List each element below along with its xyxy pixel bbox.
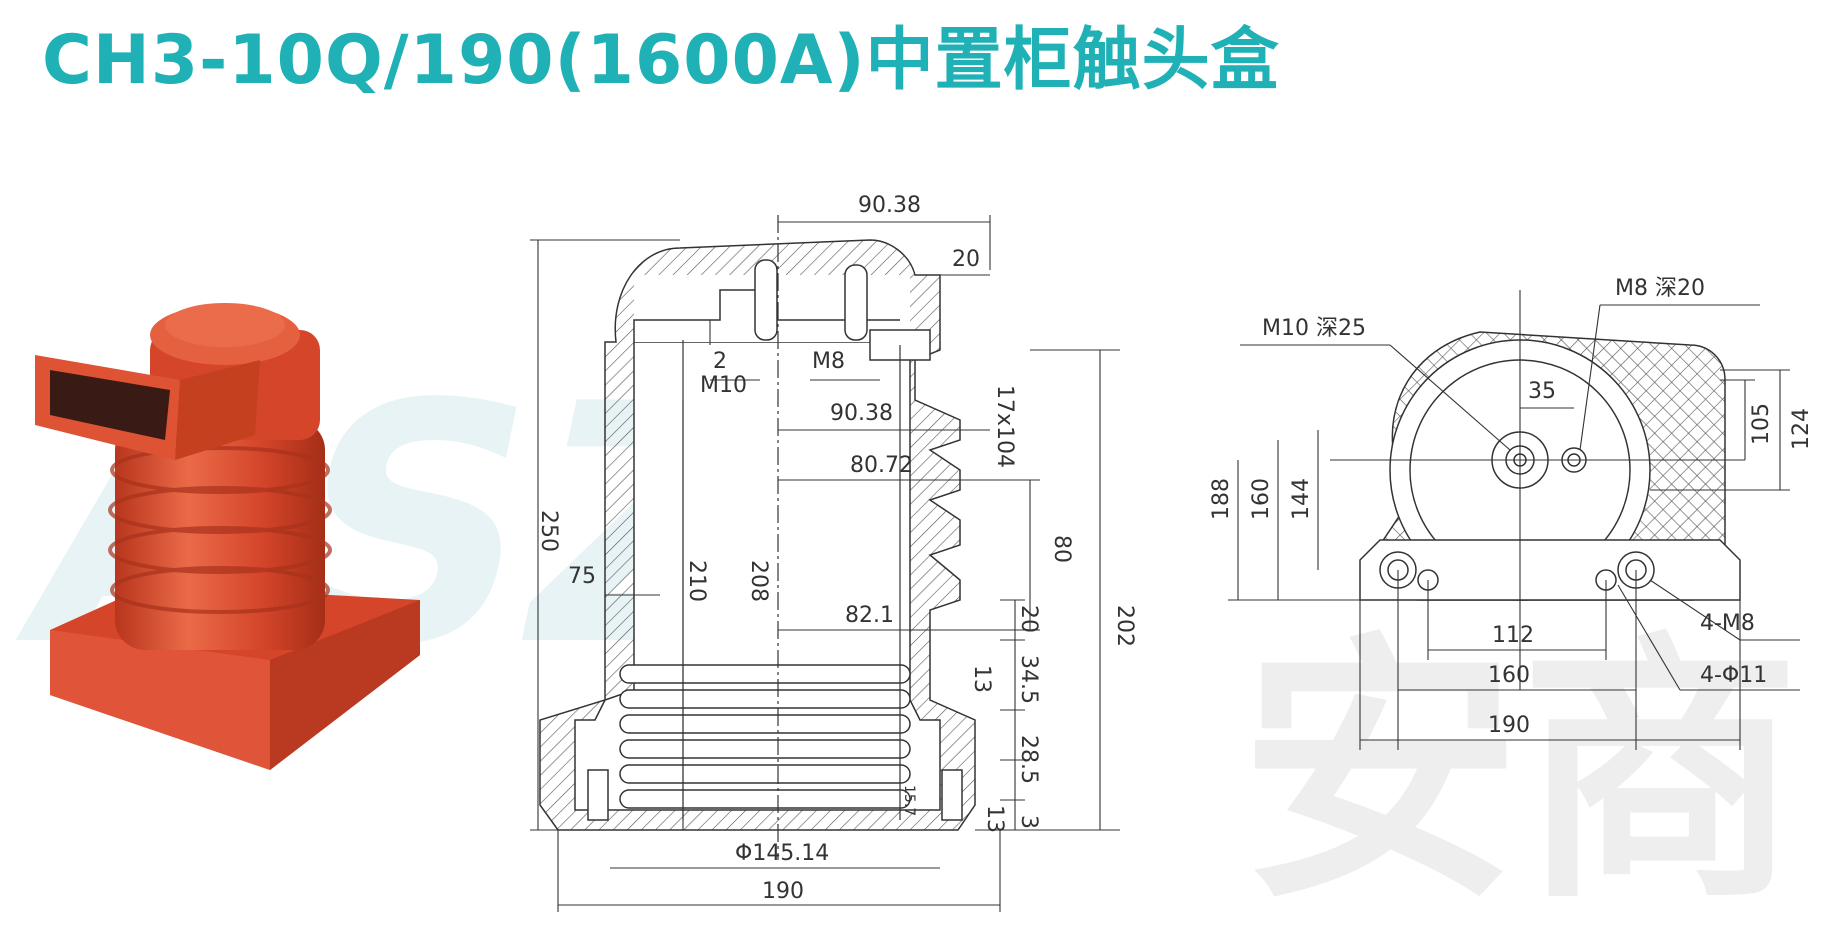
dim-202: 202 xyxy=(1112,605,1137,647)
dim-250: 250 xyxy=(536,510,561,552)
dim-13-b: 13 xyxy=(982,805,1007,833)
dim-28-5: 28.5 xyxy=(1016,735,1041,784)
dim-20-top: 20 xyxy=(952,247,980,272)
dim-m8-deep: M8 深20 xyxy=(1615,276,1705,301)
dim-75: 75 xyxy=(568,564,596,589)
dim-188: 188 xyxy=(1209,478,1234,520)
dim-80-72: 80.72 xyxy=(850,453,913,478)
dim-34-5: 34.5 xyxy=(1016,655,1041,704)
dim-15-7: 15.7 xyxy=(901,785,917,816)
dim-112: 112 xyxy=(1492,623,1534,648)
dim-35: 35 xyxy=(1528,379,1556,404)
dim-124: 124 xyxy=(1789,408,1814,450)
product-photo xyxy=(35,303,420,770)
dim-190-plan: 190 xyxy=(1488,713,1530,738)
dim-phi-145-14: Φ145.14 xyxy=(735,841,829,866)
dim-top-90-38: 90.38 xyxy=(858,193,921,218)
dim-inner-90-38: 90.38 xyxy=(830,401,893,426)
dim-208: 208 xyxy=(746,560,771,602)
dim-4-phi11: 4-Φ11 xyxy=(1700,663,1767,688)
dim-17x104: 17x104 xyxy=(992,385,1017,468)
dim-20-right: 20 xyxy=(1016,605,1041,633)
dim-m8: M8 xyxy=(812,349,845,374)
dim-160-v: 160 xyxy=(1249,478,1274,520)
dim-13-a: 13 xyxy=(969,665,994,693)
dim-4-m8: 4-M8 xyxy=(1700,611,1755,636)
dim-82-1: 82.1 xyxy=(845,603,894,628)
dim-3: 3 xyxy=(1016,815,1041,829)
dim-144: 144 xyxy=(1289,478,1314,520)
dim-105: 105 xyxy=(1749,403,1774,445)
dim-160-h: 160 xyxy=(1488,663,1530,688)
dim-190-front: 190 xyxy=(762,879,804,904)
dim-210: 210 xyxy=(684,560,709,602)
dim-80: 80 xyxy=(1049,535,1074,563)
dim-m10: M10 xyxy=(700,373,747,398)
dim-2: 2 xyxy=(713,349,727,374)
dim-m10-deep: M10 深25 xyxy=(1262,316,1366,341)
page-title: CH3-10Q/190(1600A)中置柜触头盒 xyxy=(42,21,1280,100)
